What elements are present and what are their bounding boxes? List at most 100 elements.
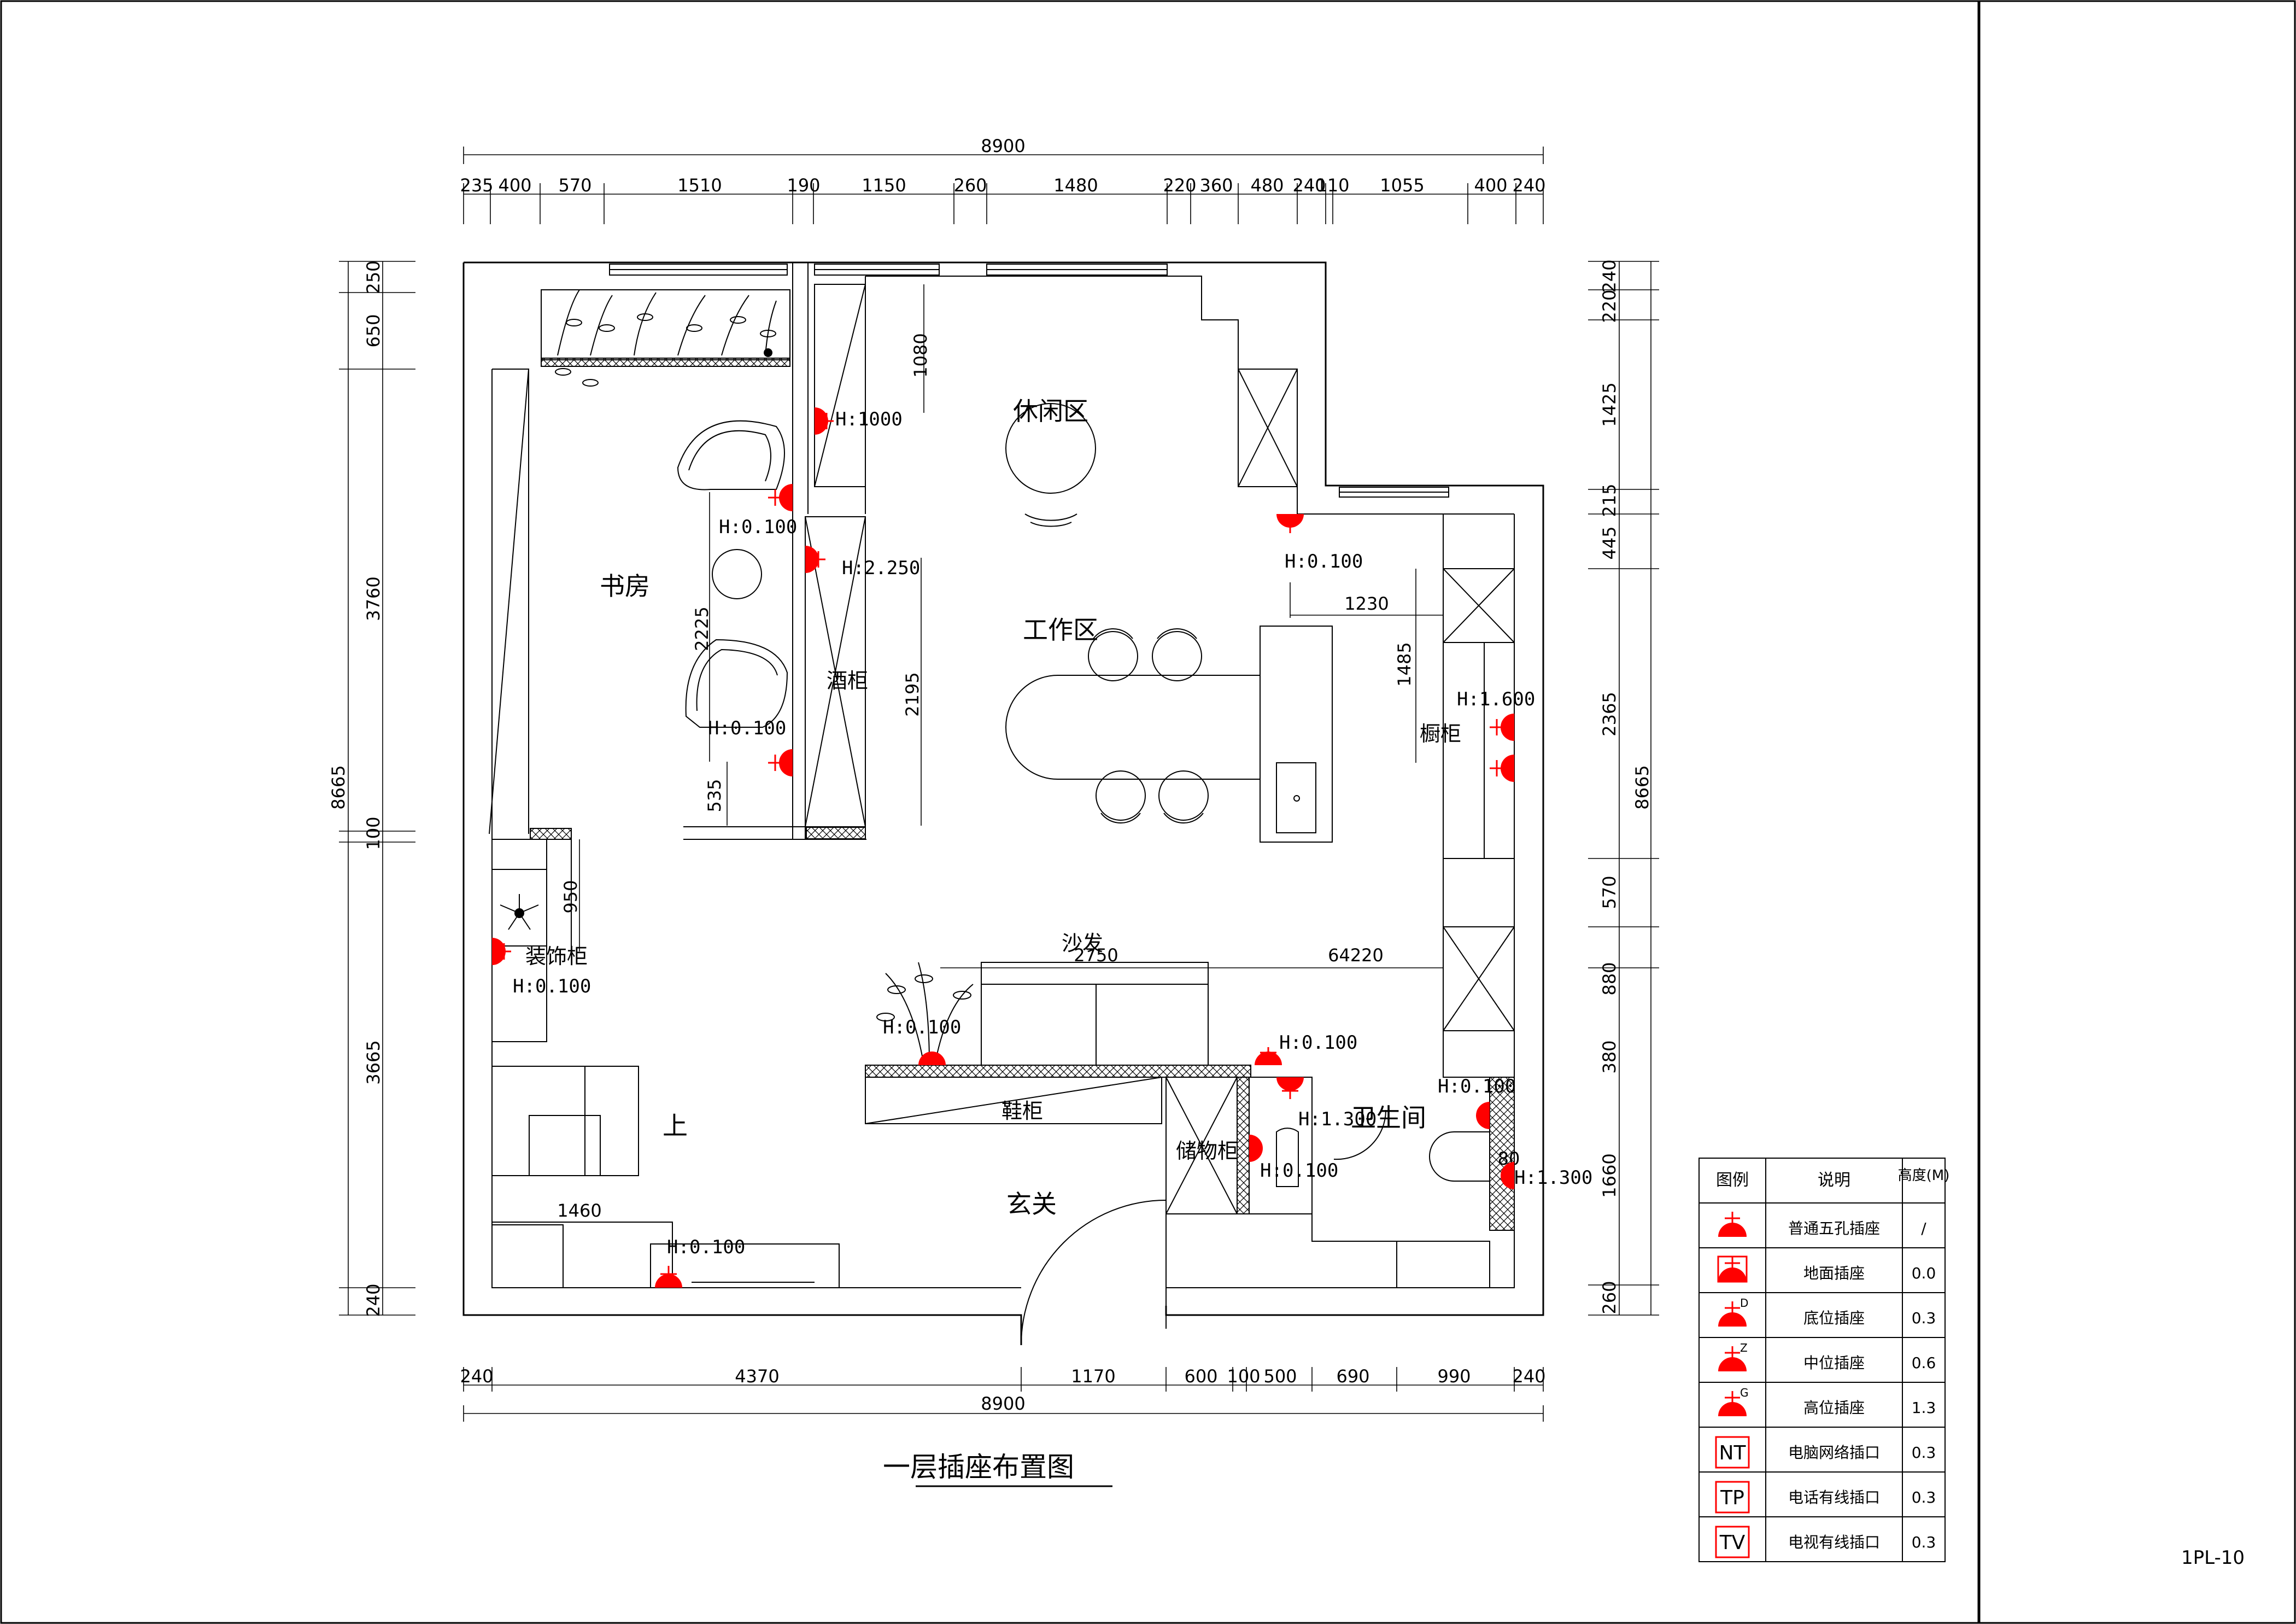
interior-dim: 64220 [1328, 945, 1384, 966]
dim-right: 380 [1599, 1040, 1620, 1073]
legend-symbol-letter: TV [1719, 1532, 1746, 1554]
dim-left: 240 [363, 1283, 384, 1317]
legend-height: 0.6 [1912, 1354, 1936, 1372]
dim-bottom: 690 [1336, 1366, 1369, 1387]
room-label-lounge: 休闲区 [1013, 396, 1088, 426]
dim-top: 1480 [1053, 175, 1098, 196]
dim-bottom: 500 [1263, 1366, 1297, 1387]
legend-symbol-letter: Z [1740, 1341, 1748, 1354]
legend-description: 电视有线插口 [1788, 1533, 1880, 1551]
dim-top-overall: 8900 [981, 136, 1025, 156]
legend-height: 0.3 [1912, 1309, 1936, 1327]
dim-top: 240 [1512, 175, 1545, 196]
outlet-icon [918, 1051, 946, 1065]
sheet-number: 1PL-10 [2181, 1547, 2245, 1569]
legend-symbol-letter: G [1740, 1386, 1749, 1399]
dim-right: 2365 [1599, 692, 1620, 736]
dim-left: 3760 [363, 576, 384, 621]
dim-top: 400 [498, 175, 531, 196]
dim-bottom: 240 [460, 1366, 493, 1387]
legend-symbol-letter: D [1740, 1296, 1748, 1310]
dimensions-left: 8665 250 650 3760 100 3665 240 [328, 260, 415, 1317]
room-label-shoe-cabinet: 鞋柜 [1001, 1099, 1043, 1123]
room-label-deco-cabinet: 装饰柜 [525, 944, 588, 968]
outlet-height-label: H:0.100 [1285, 551, 1363, 573]
legend-floor-icon [1717, 1255, 1748, 1283]
legend-header-desc: 说明 [1818, 1171, 1850, 1190]
legend-socket-box-icon [1715, 1481, 1750, 1514]
dim-left: 650 [363, 314, 384, 347]
legend-height: 0.3 [1912, 1533, 1936, 1551]
drawing-title: 一层插座布置图 [883, 1451, 1074, 1483]
dim-top: 235 [460, 175, 493, 196]
outlet-height-label: H:2.250 [842, 557, 920, 579]
dim-top: 260 [953, 175, 987, 196]
outlets [492, 407, 1514, 1288]
dim-bottom: 240 [1512, 1366, 1545, 1387]
legend-description: 中位插座 [1803, 1354, 1865, 1372]
chairs [1088, 628, 1209, 823]
legend-header-height: 高度(M) [1898, 1167, 1950, 1184]
room-label-bathroom: 卫生间 [1351, 1103, 1426, 1132]
legend-description: 地面插座 [1803, 1264, 1865, 1282]
legend-description: 电话有线插口 [1788, 1488, 1880, 1506]
interior-dim: 1460 [557, 1200, 601, 1221]
outlet-height-label: H:0.100 [1260, 1160, 1338, 1182]
dim-bottom-overall: 8900 [981, 1393, 1025, 1414]
dim-top: 570 [558, 175, 591, 196]
interior-dimensions: 1080 2225 535 2195 1230 1485 950 2750 64… [492, 284, 1520, 1223]
outlet-icon [779, 484, 793, 511]
outlet-height-label: H:0.100 [667, 1236, 745, 1258]
room-label-entrance: 玄关 [1006, 1189, 1057, 1219]
dim-top: 1055 [1380, 175, 1424, 196]
dim-bottom: 100 [1227, 1366, 1260, 1387]
outlet-height-label: H:1.300 [1298, 1108, 1377, 1130]
dim-right: 215 [1599, 483, 1620, 517]
dim-top: 1150 [862, 175, 906, 196]
dim-left: 3665 [363, 1040, 384, 1084]
interior-dim: 950 [560, 880, 581, 913]
outlet-icon [1501, 755, 1514, 782]
interior-dim: 2225 [692, 606, 712, 651]
room-label-cupboard: 橱柜 [1420, 722, 1461, 746]
outlet-height-label: H:1000 [835, 408, 903, 430]
legend-height: 1.3 [1912, 1399, 1936, 1417]
legend-height: / [1921, 1219, 1926, 1237]
room-label-wine-cabinet: 酒柜 [827, 669, 868, 693]
plant-icon [500, 894, 539, 930]
dim-right-overall: 8665 [1632, 765, 1653, 809]
dim-top: 1510 [677, 175, 722, 196]
dim-bottom: 1170 [1071, 1366, 1115, 1387]
legend-socket-box-icon [1715, 1436, 1750, 1469]
interior-dim: 2195 [902, 672, 923, 716]
legend-description: 高位插座 [1803, 1399, 1865, 1417]
dim-right: 1660 [1599, 1153, 1620, 1197]
dim-right: 260 [1599, 1281, 1620, 1314]
dim-top: 400 [1474, 175, 1507, 196]
dim-top: 110 [1316, 175, 1349, 196]
room-label-study: 书房 [600, 571, 650, 601]
dim-right: 880 [1599, 962, 1620, 995]
outlet-icon [1276, 1077, 1304, 1091]
legend-socket-box-icon [1715, 1526, 1750, 1558]
outlet-icon [779, 749, 793, 776]
room-label-stairs-up: 上 [663, 1111, 688, 1141]
dim-bottom: 990 [1437, 1366, 1471, 1387]
outlet-height-label: H:0.100 [513, 975, 591, 997]
dim-bottom: 600 [1184, 1366, 1217, 1387]
dim-top: 190 [787, 175, 820, 196]
room-label-sofa: 沙发 [1062, 931, 1103, 955]
interior-dim: 2750 [1074, 945, 1118, 966]
legend-symbol-letter: NT [1719, 1442, 1747, 1464]
outlet-height-label: H:1.300 [1514, 1167, 1592, 1189]
dimensions-bottom: 240 4370 1170 600 100 500 690 990 240 89… [460, 1366, 1546, 1422]
plant-icon [555, 289, 777, 387]
outlet-height-label: H:0.100 [1438, 1076, 1516, 1097]
dim-top: 360 [1199, 175, 1233, 196]
dimensions-top: 8900 235 400 570 1510 190 1150 260 1480 … [460, 136, 1546, 224]
legend-header-symbol: 图例 [1716, 1171, 1749, 1190]
interior-dim: 1230 [1344, 593, 1389, 614]
dimensions-right: 220 240 1425 215 445 2365 570 880 380 16… [1588, 259, 1659, 1316]
